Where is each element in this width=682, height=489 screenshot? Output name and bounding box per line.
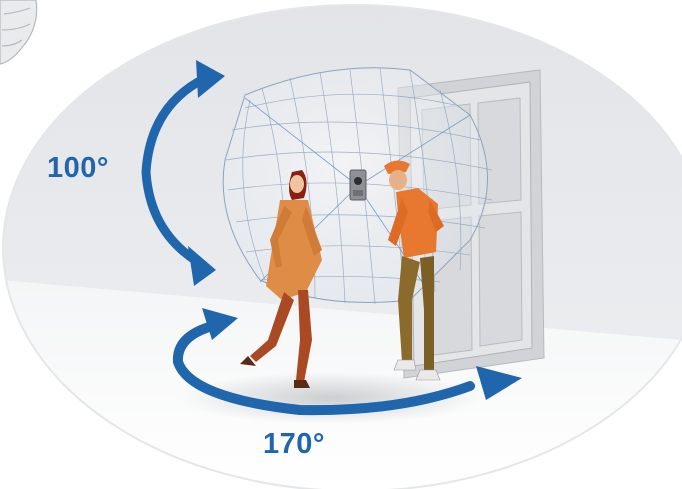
lens-decoration [0, 0, 37, 64]
vertical-angle-label: 100° [47, 152, 109, 185]
camera-icon [350, 170, 366, 200]
horizontal-angle-label: 170° [263, 428, 325, 461]
